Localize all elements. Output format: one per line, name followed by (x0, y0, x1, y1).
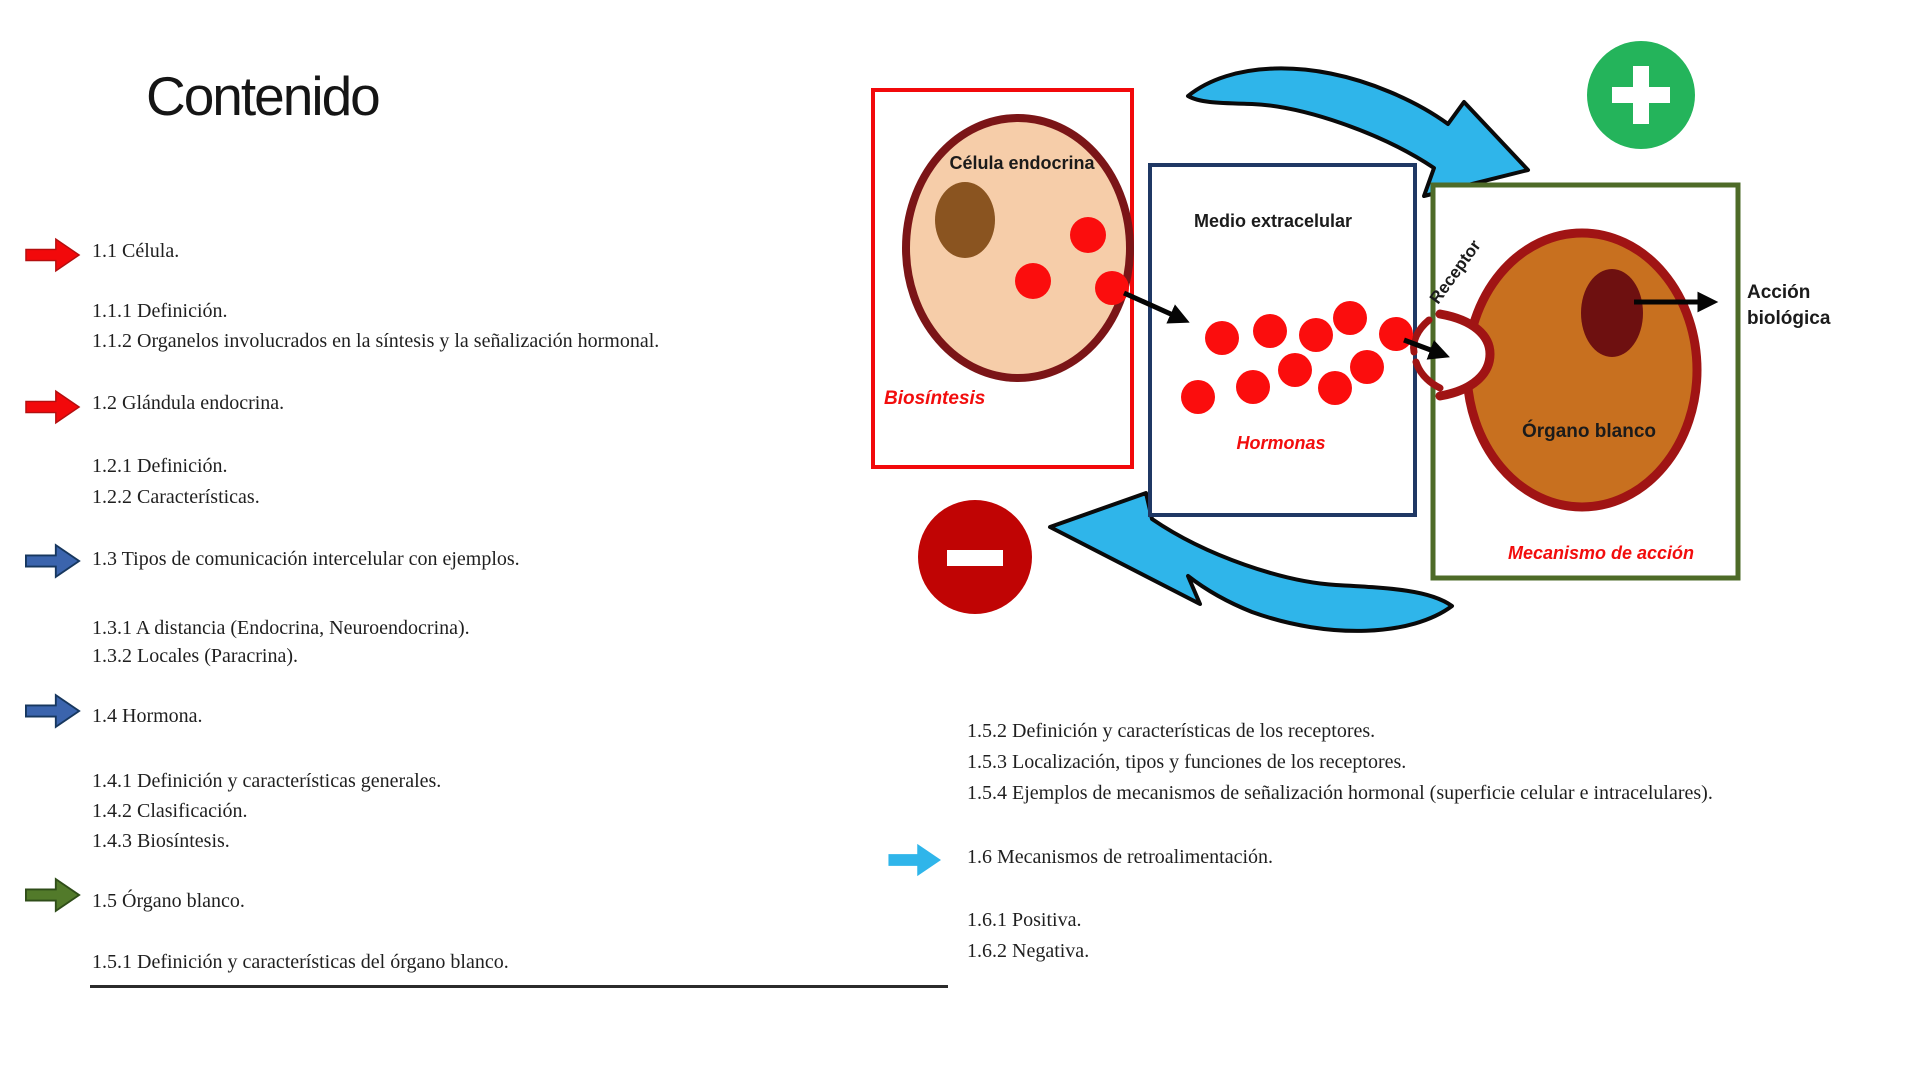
toc-item-1-2-2: 1.2.2 Características. (92, 486, 260, 508)
hormone-dot (1205, 321, 1239, 355)
plus-icon (1587, 41, 1695, 149)
toc-item-1-5-4: 1.5.4 Ejemplos de mecanismos de señaliza… (967, 782, 1713, 804)
receptor-shape (1410, 316, 1433, 356)
cell-label: Célula endocrina (949, 153, 1095, 173)
toc-item-1-1: 1.1 Célula. (92, 240, 180, 262)
blue-arrow-icon (25, 543, 81, 579)
hormone-dot (1015, 263, 1051, 299)
toc-item-1-4-3: 1.4.3 Biosíntesis. (92, 830, 230, 852)
toc-item-1-1-1: 1.1.1 Definición. (92, 300, 228, 322)
toc-item-1-3-1: 1.3.1 A distancia (Endocrina, Neuroendoc… (92, 617, 470, 639)
hormone-dot (1278, 353, 1312, 387)
hormone-dot (1070, 217, 1106, 253)
toc-item-1-5-2: 1.5.2 Definición y características de lo… (967, 720, 1376, 742)
receptor-shape (1412, 358, 1444, 392)
divider-line (90, 985, 948, 988)
page-title: Contenido (146, 65, 381, 127)
hormone-dot (1299, 318, 1333, 352)
toc-item-1-1-2: 1.1.2 Organelos involucrados en la sínte… (92, 330, 660, 352)
toc-item-1-4: 1.4 Hormona. (92, 705, 203, 727)
red-arrow-icon (25, 389, 81, 425)
organ-label: Órgano blanco (1521, 421, 1657, 442)
hormone-dot (1095, 271, 1129, 305)
toc-item-1-6: 1.6 Mecanismos de retroalimentación. (967, 846, 1274, 868)
hormone-dot (1379, 317, 1413, 351)
green-arrow-icon (25, 877, 81, 913)
toc-item-1-6-2: 1.6.2 Negativa. (967, 940, 1090, 962)
toc-item-1-4-2: 1.4.2 Clasificación. (92, 800, 248, 822)
toc-item-1-4-1: 1.4.1 Definición y características gener… (92, 770, 442, 792)
toc-item-1-6-1: 1.6.1 Positiva. (967, 909, 1082, 931)
toc-item-1-3-2: 1.3.2 Locales (Paracrina). (92, 645, 299, 667)
toc-item-1-3: 1.3 Tipos de comunicación intercelular c… (92, 548, 520, 570)
hormone-dot (1236, 370, 1270, 404)
toc-item-1-5-3: 1.5.3 Localización, tipos y funciones de… (967, 751, 1407, 773)
blue-arrow-icon (25, 693, 81, 729)
plus-icon (1612, 66, 1670, 124)
cell-nucleus (935, 182, 995, 258)
organ-nucleus (1581, 269, 1643, 357)
biological-action-label: Acción biológica (1747, 282, 1831, 329)
hormone-dot (1333, 301, 1367, 335)
secretion-arrow (1122, 290, 1190, 324)
mechanism-label: Mecanismo de acción (1507, 543, 1695, 563)
toc-item-1-5: 1.5 Órgano blanco. (92, 890, 245, 912)
receptor-label: Receptor (1425, 236, 1485, 308)
red-arrow-icon (25, 237, 81, 273)
cyan-arrow-icon (888, 843, 942, 877)
hormones-label: Hormonas (1236, 433, 1326, 453)
negative-feedback-arrow (1048, 491, 1454, 633)
toc-item-1-5-1: 1.5.1 Definición y características del ó… (92, 951, 509, 973)
biosynthesis-label: Biosíntesis (884, 388, 986, 409)
minus-icon (918, 500, 1032, 614)
binding-arrow (1403, 337, 1450, 360)
hormone-dot (1318, 371, 1352, 405)
positive-feedback-arrow (1186, 66, 1530, 198)
biosynthesis-box (871, 88, 1134, 469)
medium-label: Medio extracelular (1193, 211, 1353, 231)
hormone-dot (1181, 380, 1215, 414)
target-organ-ellipse (1462, 228, 1702, 512)
hormone-dot (1253, 314, 1287, 348)
hormone-dot (1350, 350, 1384, 384)
receptor-shape (1435, 309, 1495, 401)
toc-item-1-2: 1.2 Glándula endocrina. (92, 392, 285, 414)
toc-item-1-2-1: 1.2.1 Definición. (92, 455, 228, 477)
